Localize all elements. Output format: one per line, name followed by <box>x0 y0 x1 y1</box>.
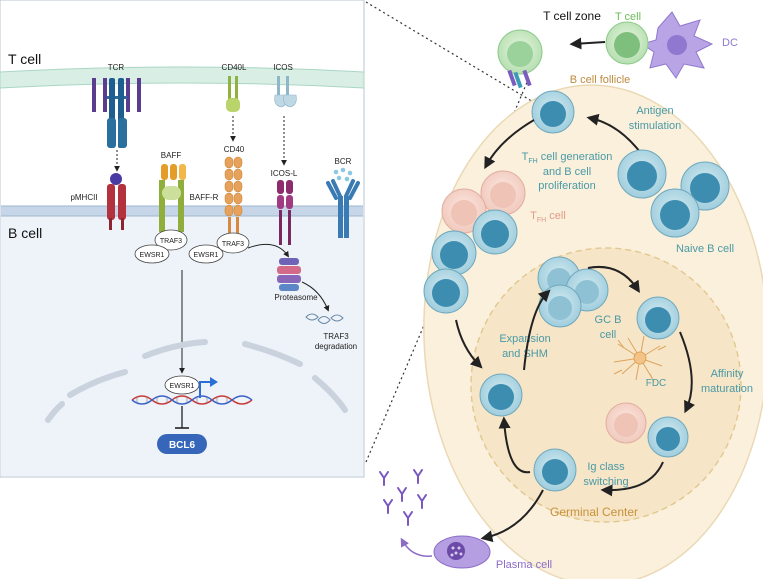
icos-label: ICOS <box>273 63 293 72</box>
baff-label: BAFF <box>161 151 182 160</box>
traf3-degradation-line2: degradation <box>315 342 357 351</box>
cd40l-label: CD40L <box>222 63 247 72</box>
ewsr1-nucleus-label: EWSR1 <box>170 383 195 390</box>
right-panel: T cell zone T cell DC B cell follicle An… <box>379 9 763 584</box>
traf3-a-label: TRAF3 <box>160 238 182 245</box>
antigen-arrow <box>586 113 641 153</box>
t-cell-label: T cell <box>8 51 41 67</box>
proteasome-icon <box>277 258 301 291</box>
expansion-arrow <box>523 289 551 371</box>
bcr-label: BCR <box>335 157 352 166</box>
proliferation-arrow <box>484 119 535 170</box>
dna-helix <box>131 395 253 405</box>
affinity-line1: Affinity <box>711 368 744 380</box>
class-switch-arrow <box>600 461 664 497</box>
gc-b-cell-line2: cell <box>600 329 617 341</box>
germinal-center-label: Germinal Center <box>550 505 638 519</box>
dendritic-cell <box>640 11 714 79</box>
affinity-arrow <box>679 331 695 414</box>
tcr-receptor: TCR <box>92 63 141 172</box>
tcr-label: TCR <box>108 63 125 72</box>
cd40-complex: CD40L CD40 TRAF3 EWSR1 <box>188 63 250 264</box>
fdc-label: FDC <box>646 378 667 389</box>
b-cell-follicle-label: B cell follicle <box>570 74 631 86</box>
t-cell-migrate-arrow <box>569 37 606 50</box>
cd40-label: CD40 <box>224 145 245 154</box>
b-cell-label: B cell <box>8 225 42 241</box>
expansion-cell <box>479 373 523 417</box>
pmhcii-label: pMHCII <box>70 193 97 202</box>
ewsr1-a-label: EWSR1 <box>140 252 165 259</box>
traf3-degradation-line1: TRAF3 <box>323 332 349 341</box>
proteasome-label: Proteasome <box>274 293 318 302</box>
baff-complex: BAFF BAFF-R TRAF3 EWSR1 <box>134 151 219 264</box>
bcl6-node <box>157 434 207 454</box>
nuclear-envelope <box>45 339 348 423</box>
recycle-arrow <box>498 416 531 474</box>
antibody-icons <box>379 469 427 526</box>
t-cell-zone-label: T cell zone <box>543 9 601 23</box>
enter-gc-arrow <box>455 319 483 369</box>
plasma-cell <box>433 535 491 569</box>
baff-r-label: BAFF-R <box>190 193 219 202</box>
tfh-generation-line1: TFH cell generation <box>522 151 613 165</box>
gc-b-cell-cluster <box>537 256 609 328</box>
naive-b-cells <box>617 149 730 238</box>
gc-b-cell-line1: GC B <box>595 314 622 326</box>
left-panel: T cell B cell TCR pMHCII BAFF <box>0 0 365 478</box>
differentiation-arrow <box>480 489 544 543</box>
pmhcii-molecule: pMHCII <box>70 173 126 230</box>
dc-label: DC <box>722 37 738 49</box>
transcription-start-arrow <box>199 381 212 398</box>
icos-l-label: ICOS-L <box>271 169 298 178</box>
naive-b-cell-label: Naive B cell <box>676 243 734 255</box>
ig-switch-line1: Ig class <box>587 461 625 473</box>
gc-b-cell-selected <box>636 296 680 340</box>
tfh-generation-line3: proliferation <box>538 180 595 192</box>
t-cell-label-right: T cell <box>615 11 641 23</box>
ig-switch-line2: switching <box>583 476 628 488</box>
fdc-icon <box>613 335 667 383</box>
expansion-line1: Expansion <box>499 333 550 345</box>
plasma-cell-label: Plasma cell <box>496 559 552 571</box>
antigen-stimulation-line1: Antigen <box>636 105 673 117</box>
icos-complex: ICOS ICOS-L <box>271 63 298 245</box>
antibody-secretion-arrow <box>400 537 433 557</box>
ewsr1-b-label: EWSR1 <box>194 252 219 259</box>
bcl6-label: BCL6 <box>169 440 196 451</box>
selection-arrow <box>587 266 640 294</box>
traf3-b-label: TRAF3 <box>222 241 244 248</box>
degradation-arrow-1 <box>247 243 289 258</box>
antigen-stimulation-line2: stimulation <box>629 120 682 132</box>
ig-switch-cell <box>533 448 577 492</box>
t-cell-right <box>605 21 649 65</box>
affinity-line2: maturation <box>701 383 753 395</box>
tfh-generation-line2: and B cell <box>543 166 591 178</box>
traf3-fragments-icon <box>305 313 344 324</box>
tfh-cell-label: TFH cell <box>530 210 566 224</box>
bcr-receptor: BCR <box>326 157 360 238</box>
tfh-contact-cell <box>497 29 543 89</box>
degradation-arrow-2 <box>301 281 330 312</box>
affinity-cells <box>605 402 689 458</box>
b-cell-contact <box>531 90 575 134</box>
tfh-cell-cluster <box>423 170 526 314</box>
